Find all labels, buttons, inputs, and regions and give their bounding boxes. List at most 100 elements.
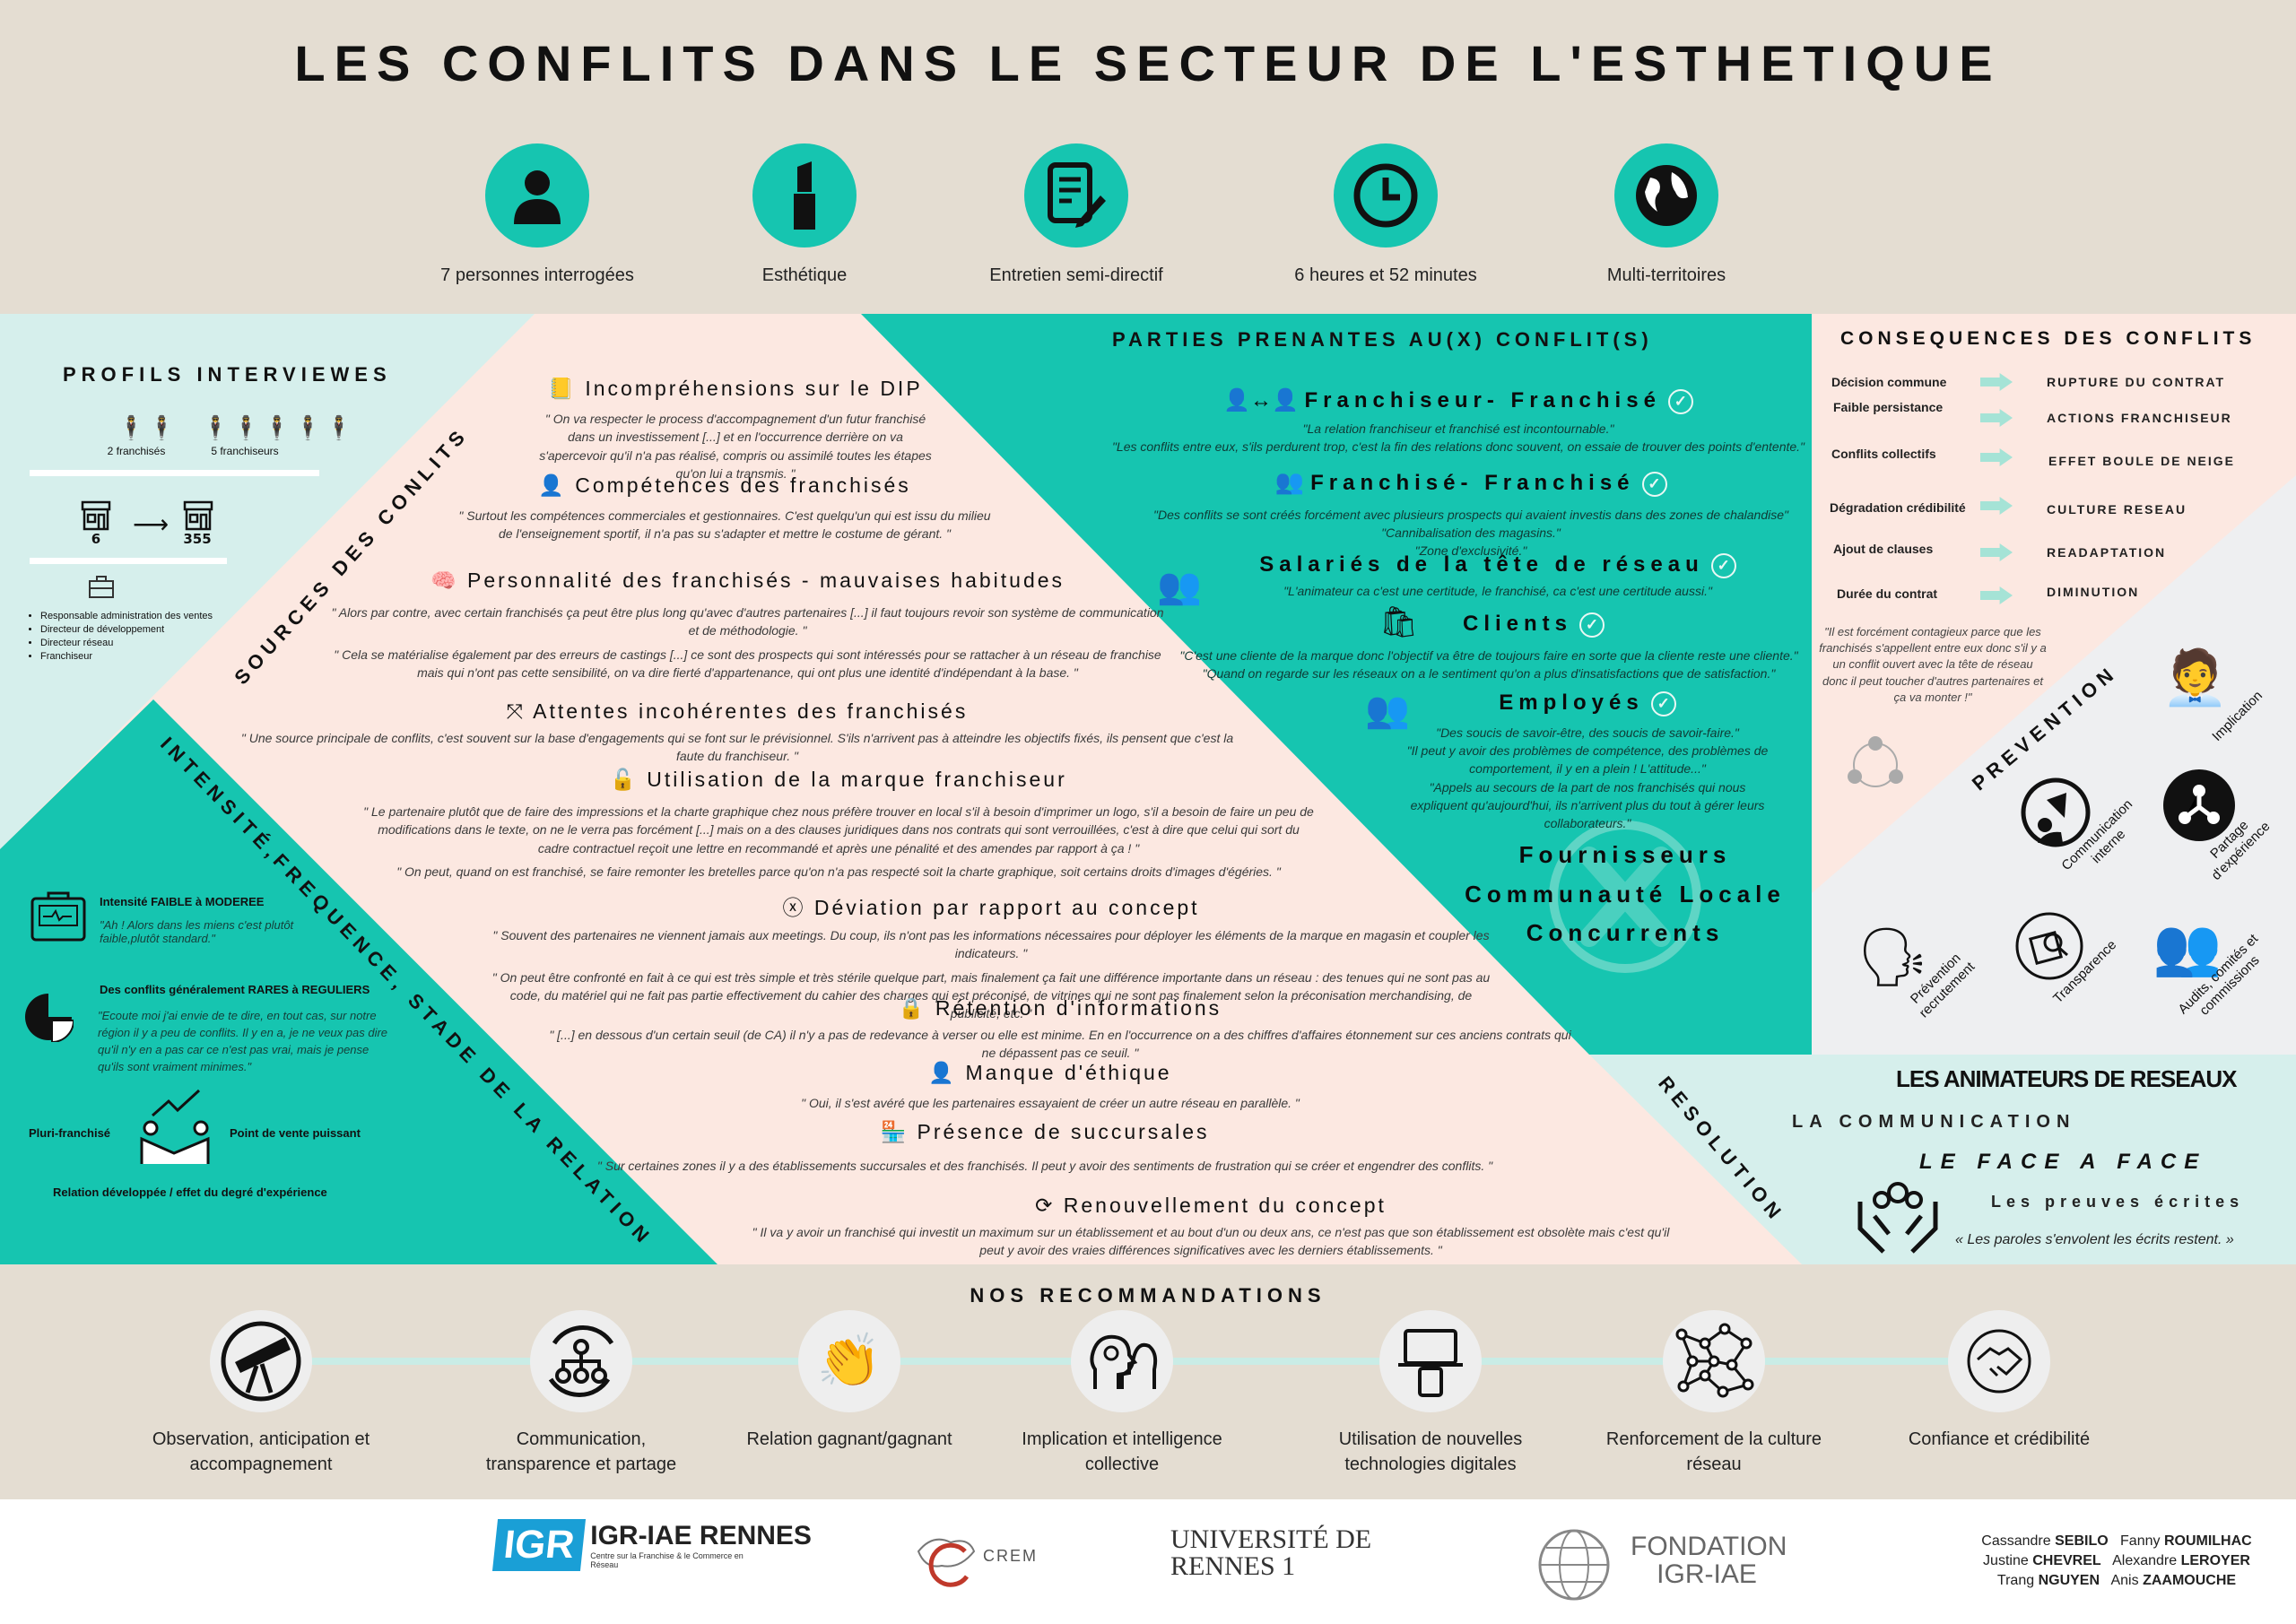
topic-territories: Multi-territoires <box>1532 143 1801 286</box>
recommendation-label: Observation, anticipation et accompagnem… <box>152 1429 370 1474</box>
topic-label: Entretien semi-directif <box>989 265 1163 285</box>
source-heading: 🔒 Rétention d'informations <box>898 996 1222 1020</box>
resolution-quote: « Les paroles s'envolent les écrits rest… <box>1955 1232 2234 1247</box>
page-title: LES CONFLITS DANS LE SECTEUR DE L'ESTHET… <box>294 35 2002 91</box>
franchises-people-icon: 🕴🕴 <box>117 414 178 441</box>
arrow-icon <box>1980 409 2013 427</box>
clapping-hands-icon: 👏 <box>798 1310 900 1412</box>
source-heading: 👤 Manque d'éthique <box>928 1061 1172 1084</box>
recommendation-item: Confiance et crédibilité <box>1883 1310 2116 1452</box>
franchiseurs-count: 5 franchiseurs <box>211 445 279 457</box>
heads-gears-icon <box>1071 1310 1173 1412</box>
hands-group-icon <box>1857 1182 1938 1254</box>
excluded-party: Concurrents <box>1526 919 1725 946</box>
pluri-franchise-label: Pluri-franchisé <box>29 1126 111 1140</box>
source-competences: 👤 Compétences des franchisés " Surtout l… <box>456 473 994 543</box>
resolution-preuves: Les preuves écrites <box>1991 1193 2245 1211</box>
frequency-label: Des conflits généralement RARES à REGULI… <box>100 983 370 996</box>
source-heading: 🔓 Utilisation de la marque franchiseur <box>610 768 1067 791</box>
globe-lines-icon <box>1538 1529 1610 1601</box>
source-heading: 👤 Compétences des franchisés <box>538 473 911 497</box>
arrow-right-icon: ⟶ <box>133 510 170 538</box>
arrow-icon <box>1980 497 2013 515</box>
consequence-effect: RUPTURE DU CONTRAT <box>2047 375 2226 389</box>
recommendation-item: Utilisation de nouvelles technologies di… <box>1314 1310 1547 1477</box>
brain-icon: 🧠 <box>430 569 467 592</box>
consequences-quote: "Il est forcément contagieux parce que l… <box>1819 625 2047 704</box>
store-icon: 🏪 <box>880 1120 918 1143</box>
source-quote: " Cela se matérialise également par des … <box>334 647 1161 680</box>
source-quote: " Sur certaines zones il y a des établis… <box>596 1159 1493 1173</box>
party-quotes: "C'est une cliente de la marque donc l'o… <box>1175 647 1803 683</box>
check-icon: ✓ <box>1579 612 1605 638</box>
role-item: Franchiseur <box>40 650 213 664</box>
source-heading: 🧠 Personnalité des franchisés - mauvaise… <box>430 569 1065 592</box>
resolution-face: LE FACE A FACE <box>1919 1150 2207 1174</box>
share-icon <box>2163 769 2235 841</box>
person-icon <box>485 143 589 248</box>
employees-talking-icon: 👥 <box>1365 690 1410 730</box>
divider <box>30 470 319 476</box>
recommendation-item: 👏 Relation gagnant/gagnant <box>733 1310 966 1452</box>
arrow-icon <box>1980 586 2013 604</box>
network-icon <box>1663 1310 1765 1412</box>
source-heading: ⤧ Attentes incohérentes des franchisés <box>506 699 969 723</box>
source-ethique: 👤 Manque d'éthique " Oui, il s'est avéré… <box>691 1061 1409 1112</box>
party-franchise-franchise: 👥 Franchisé- Franchisé✓ "Des conflits se… <box>1135 468 1807 560</box>
source-heading: ⓧ Déviation par rapport au concept <box>782 896 1200 919</box>
topic-duration: 6 heures et 52 minutes <box>1251 143 1520 286</box>
recommendation-item: Renforcement de la culture réseau <box>1597 1310 1831 1477</box>
source-quote: " On peut, quand on est franchisé, se fa… <box>396 864 1281 879</box>
source-renouvellement: ⟳ Renouvellement du concept " Il va y av… <box>744 1194 1677 1260</box>
arrow-icon <box>1980 373 2013 391</box>
source-quote: " Le partenaire plutôt que de faire des … <box>363 804 1314 855</box>
consequences-title: CONSEQUENCES DES CONFLITS <box>1840 328 2257 349</box>
document-pen-icon <box>1024 143 1128 248</box>
source-quote: " Alors par contre, avec certain franchi… <box>331 605 1164 638</box>
group-circle-icon: 👥 <box>1274 468 1311 495</box>
team-hierarchy-icon: 👥 <box>1157 567 1202 606</box>
logo-text: CREM <box>983 1546 1038 1565</box>
party-employes: Employés✓ "Des soucis de savoir-être, de… <box>1399 690 1776 832</box>
franchiseurs-people-icon: 🕴🕴🕴🕴🕴 <box>201 414 355 441</box>
recommandations-title: NOS RECOMMANDATIONS <box>970 1284 1326 1307</box>
source-quotes: " Alors par contre, avec certain franchi… <box>328 604 1167 682</box>
consequence-effect: EFFET BOULE DE NEIGE <box>2048 454 2236 468</box>
check-icon: ✓ <box>1710 552 1736 578</box>
consequence-cause: Faible persistance <box>1833 400 1944 414</box>
party-quotes: "Des soucis de savoir-être, des soucis d… <box>1399 724 1776 833</box>
monitor-icon <box>30 891 86 942</box>
arrow-icon <box>1980 448 2013 466</box>
parties-title: PARTIES PRENANTES AU(X) CONFLIT(S) <box>1112 328 1653 351</box>
source-quotes: " Le partenaire plutôt que de faire des … <box>363 803 1314 881</box>
consequence-effect: READAPTATION <box>2047 545 2167 560</box>
refresh-icon: ⟳ <box>1035 1194 1064 1217</box>
devices-icon <box>1379 1310 1482 1412</box>
briefcase-icon <box>89 576 114 598</box>
notebook-icon: 📒 <box>548 377 586 400</box>
source-heading: ⟳ Renouvellement du concept <box>1035 1194 1387 1217</box>
source-retention: 🔒 Rétention d'informations " [...] en de… <box>549 996 1571 1063</box>
logo-crem: CREM <box>915 1524 1038 1587</box>
excluded-party: Communauté Locale <box>1465 881 1786 908</box>
party-heading: 👤↔👤 Franchiseur- Franchisé✓ <box>1100 387 1817 414</box>
party-salaries: Salariés de la tête de réseau✓ "L'animat… <box>1193 552 1803 600</box>
consequence-effect: CULTURE RESEAU <box>2047 502 2187 517</box>
megaphone-icon <box>2021 777 2091 847</box>
meeting-table-icon: 🧑‍💼 <box>2161 647 2229 708</box>
role-item: Responsable administration des ventes <box>40 610 213 623</box>
source-personnalite: 🧠 Personnalité des franchisés - mauvaise… <box>328 569 1167 687</box>
recommendation-label: Confiance et crédibilité <box>1908 1429 2091 1449</box>
source-utilisation: 🔓 Utilisation de la marque franchiseur "… <box>363 768 1314 886</box>
profils-title: PROFILS INTERVIEWES <box>63 363 392 386</box>
excluded-party: Fournisseurs <box>1518 841 1732 868</box>
recommendation-label: Relation gagnant/gagnant <box>746 1429 952 1449</box>
resolution-heading: LES ANIMATEURS DE RESEAUX <box>1896 1065 2237 1092</box>
party-quote: "Il peut y avoir des problèmes de compét… <box>1406 743 1769 777</box>
topic-domain: Esthétique <box>670 143 939 286</box>
frequency-quote: "Ecoute moi j'ai envie de te dire, en to… <box>98 1009 388 1073</box>
party-quote: "L'animateur ca c'est une certitude, le … <box>1283 583 1712 598</box>
lock-icon: 🔒 <box>898 996 935 1020</box>
author-row: Cassandre SEBILO Fanny ROUMILHAC <box>1981 1533 2252 1549</box>
arrows-cross-icon: ⤧ <box>506 699 534 723</box>
